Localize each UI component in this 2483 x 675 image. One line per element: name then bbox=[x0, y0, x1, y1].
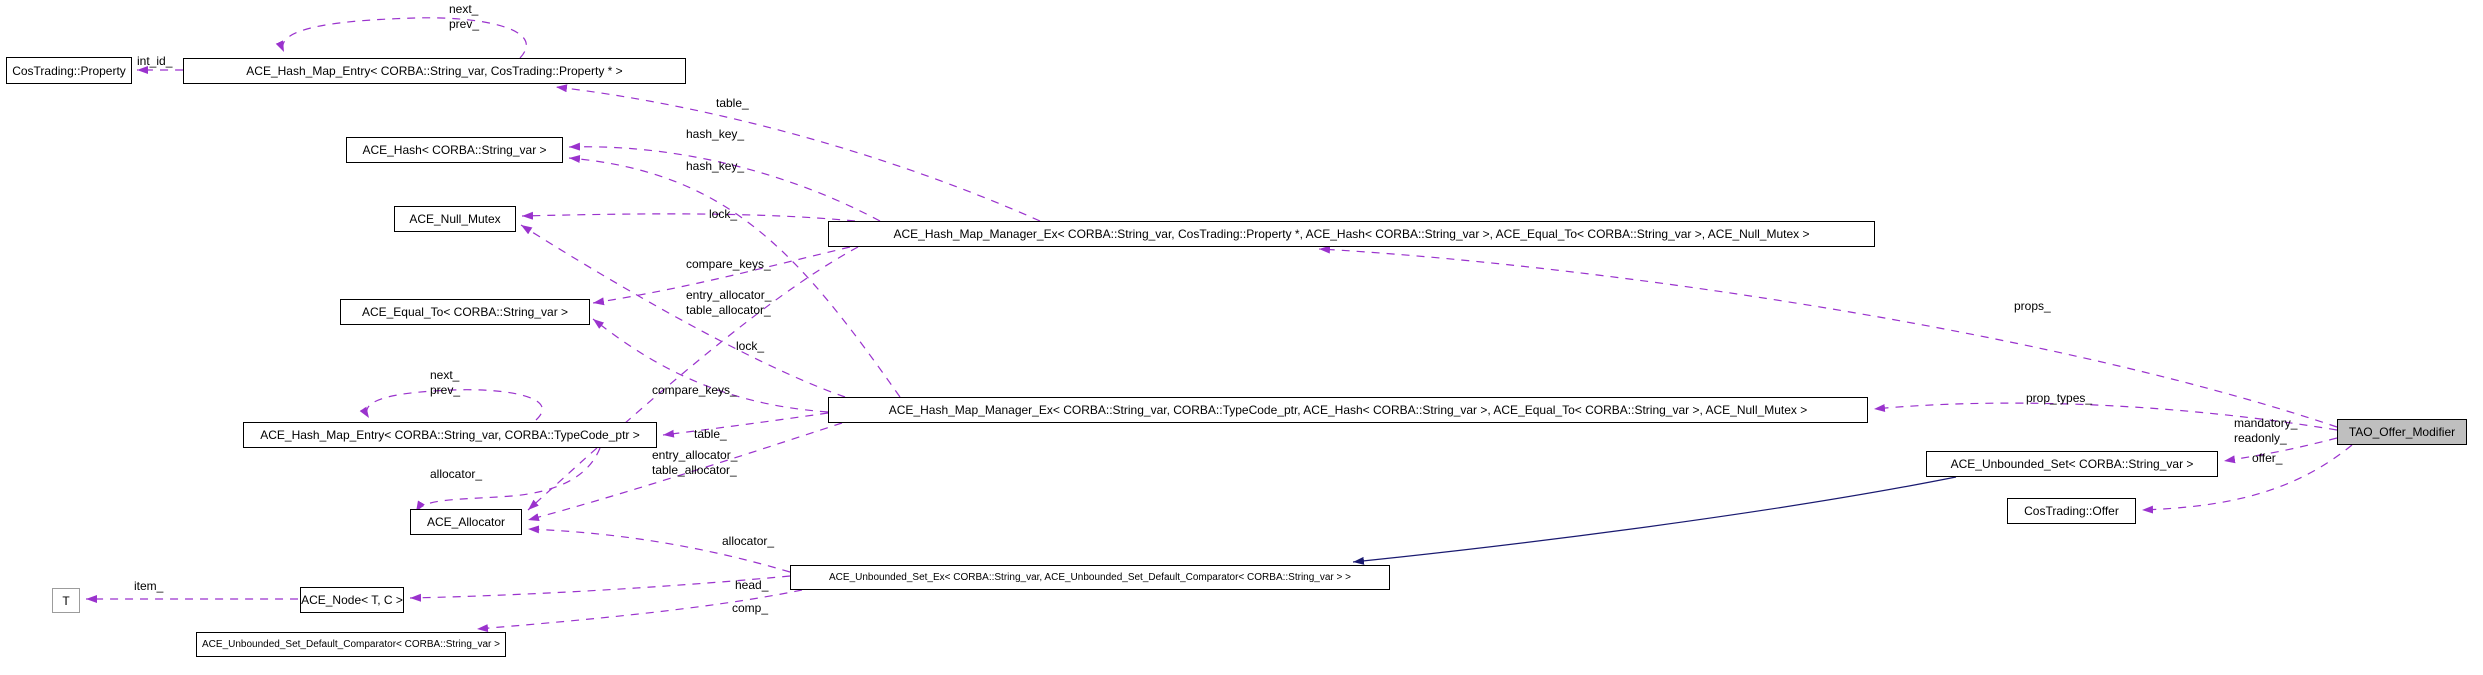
edge-allocator-setex bbox=[527, 525, 791, 573]
edge-allocator-manager1 bbox=[527, 246, 859, 511]
label-mandatory-readonly: mandatory_ readonly_ bbox=[2234, 416, 2298, 445]
label-offer: offer_ bbox=[2252, 451, 2283, 465]
edge-hash-key-1 bbox=[568, 142, 881, 222]
edge-offer bbox=[2141, 444, 2353, 514]
edge-table-1 bbox=[555, 84, 1041, 222]
edge-lock-1 bbox=[521, 211, 856, 222]
edge-hash-key-2 bbox=[568, 154, 901, 398]
label-entry-table-allocator-2: entry_allocator_ table_allocator_ bbox=[652, 448, 738, 477]
edge-table-2 bbox=[662, 412, 829, 438]
class-node-ace-node[interactable]: ACE_Node< T, C > bbox=[300, 587, 404, 613]
label-int-id: int_id_ bbox=[137, 54, 173, 68]
class-node-ace-null-mutex[interactable]: ACE_Null_Mutex bbox=[394, 206, 516, 232]
class-node-hash-map-manager-typecode[interactable]: ACE_Hash_Map_Manager_Ex< CORBA::String_v… bbox=[828, 397, 1868, 423]
class-node-ace-unbounded-set-default-comparator[interactable]: ACE_Unbounded_Set_Default_Comparator< CO… bbox=[196, 632, 506, 657]
edge-self-loop-entry1 bbox=[275, 17, 527, 59]
class-node-ace-allocator[interactable]: ACE_Allocator bbox=[410, 509, 522, 535]
label-table-2: table_ bbox=[694, 427, 727, 441]
label-hash-key-1: hash_key_ bbox=[686, 127, 745, 141]
label-next-prev-2: next_ prev_ bbox=[430, 368, 461, 397]
edge-self-loop-entry2 bbox=[359, 389, 543, 421]
edge-comp bbox=[476, 589, 803, 633]
edge-allocator-arc bbox=[415, 447, 601, 513]
edge-lock-2 bbox=[520, 224, 846, 398]
edge-head bbox=[409, 575, 791, 602]
class-node-ace-unbounded-set[interactable]: ACE_Unbounded_Set< CORBA::String_var > bbox=[1926, 451, 2218, 477]
label-item: item_ bbox=[134, 579, 164, 593]
class-node-hash-map-manager-property[interactable]: ACE_Hash_Map_Manager_Ex< CORBA::String_v… bbox=[828, 221, 1875, 247]
class-node-ace-unbounded-set-ex[interactable]: ACE_Unbounded_Set_Ex< CORBA::String_var,… bbox=[790, 565, 1390, 590]
edge-inheritance-set-setex bbox=[1352, 476, 1957, 565]
class-node-template-param-t: T bbox=[52, 588, 80, 613]
class-node-hash-map-entry-property[interactable]: ACE_Hash_Map_Entry< CORBA::String_var, C… bbox=[183, 58, 686, 84]
edge-compare-keys-1 bbox=[592, 246, 851, 306]
label-prop-types: prop_types_ bbox=[2026, 391, 2093, 405]
label-lock-1: lock_ bbox=[709, 207, 738, 221]
label-lock-2: lock_ bbox=[736, 339, 765, 353]
label-allocator-2: allocator_ bbox=[722, 534, 775, 548]
label-head: head_ bbox=[735, 578, 769, 592]
label-compare-keys-1: compare_keys_ bbox=[686, 257, 771, 271]
label-props: props_ bbox=[2014, 299, 2051, 313]
label-entry-table-allocator-1: entry_allocator_ table_allocator_ bbox=[686, 288, 772, 317]
label-hash-key-2: hash_key_ bbox=[686, 159, 745, 173]
label-table-1: table_ bbox=[716, 96, 749, 110]
edge-prop-types bbox=[1873, 402, 2338, 431]
class-node-tao-offer-modifier: TAO_Offer_Modifier bbox=[2337, 419, 2467, 445]
class-node-ace-equal-to[interactable]: ACE_Equal_To< CORBA::String_var > bbox=[340, 299, 590, 325]
label-comp: comp_ bbox=[732, 601, 769, 615]
label-compare-keys-2: compare_keys_ bbox=[652, 383, 737, 397]
edge-mandatory-readonly bbox=[2223, 437, 2338, 464]
class-node-hash-map-entry-typecode[interactable]: ACE_Hash_Map_Entry< CORBA::String_var, C… bbox=[243, 422, 657, 448]
class-node-costrading-offer[interactable]: CosTrading::Offer bbox=[2007, 498, 2136, 524]
class-node-costrading-property[interactable]: CosTrading::Property bbox=[6, 57, 132, 84]
label-next-prev-1: next_ prev_ bbox=[449, 2, 480, 31]
label-allocator-1: allocator_ bbox=[430, 467, 483, 481]
class-node-ace-hash[interactable]: ACE_Hash< CORBA::String_var > bbox=[346, 137, 563, 163]
edge-allocator-manager2 bbox=[527, 422, 843, 522]
edge-compare-keys-2 bbox=[592, 318, 829, 413]
edge-props bbox=[1318, 245, 2338, 428]
